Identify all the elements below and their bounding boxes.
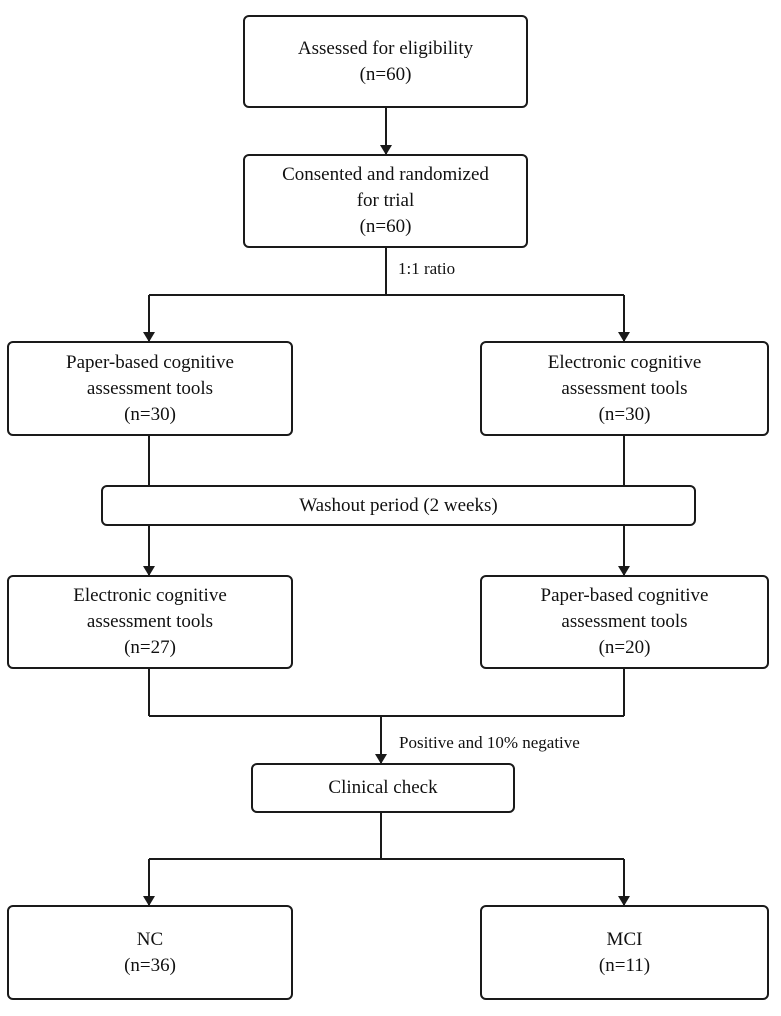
node-washout: Washout period (2 weeks) xyxy=(101,485,696,526)
node-paper-first: Paper-based cognitive assessment tools (… xyxy=(7,341,293,436)
node-text-line: (n=20) xyxy=(598,637,651,658)
node-electronic-second: Electronic cognitive assessment tools (n… xyxy=(7,575,293,669)
node-randomized: Consented and randomized for trial (n=60… xyxy=(243,154,528,248)
node-text-line: (n=30) xyxy=(124,403,176,425)
node-text-line: MCI xyxy=(606,928,643,950)
node-text-line: Electronic cognitive xyxy=(73,585,227,606)
edge-label-ratio: 1:1 ratio xyxy=(398,259,456,278)
node-text-line: (n=11) xyxy=(598,954,651,976)
edge-label-positive: Positive and 10% negative xyxy=(399,733,580,752)
node-text-line: Paper-based cognitive xyxy=(66,351,234,373)
node-text-line: Electronic cognitive xyxy=(547,351,702,373)
node-text-line: Assessed for eligibility xyxy=(297,37,474,59)
node-text-line: Paper-based cognitive xyxy=(540,585,709,606)
node-text-line: Clinical check xyxy=(328,777,438,798)
node-eligibility: Assessed for eligibility (n=60) xyxy=(243,15,528,108)
node-text-line: assessment tools xyxy=(561,377,688,399)
node-nc: NC (n=36) xyxy=(7,905,293,1000)
node-text-line: Washout period (2 weeks) xyxy=(299,494,498,516)
node-text-line: assessment tools xyxy=(86,377,214,399)
node-text-line: NC xyxy=(136,928,164,950)
node-text-line: assessment tools xyxy=(561,611,688,632)
node-text-line: (n=27) xyxy=(124,637,176,658)
node-mci: MCI (n=11) xyxy=(480,905,769,1000)
node-paper-second: Paper-based cognitive assessment tools (… xyxy=(480,575,769,669)
node-text-line: (n=30) xyxy=(598,403,651,425)
node-text-line: for trial xyxy=(356,190,415,211)
node-text-line: Consented and randomized xyxy=(282,164,489,185)
node-text-line: assessment tools xyxy=(86,611,214,632)
node-text-line: (n=36) xyxy=(124,954,176,976)
node-clinical-check: Clinical check xyxy=(251,763,515,813)
node-electronic-first: Electronic cognitive assessment tools (n… xyxy=(480,341,769,436)
node-text-line: (n=60) xyxy=(359,216,412,237)
node-text-line: (n=60) xyxy=(359,63,412,85)
